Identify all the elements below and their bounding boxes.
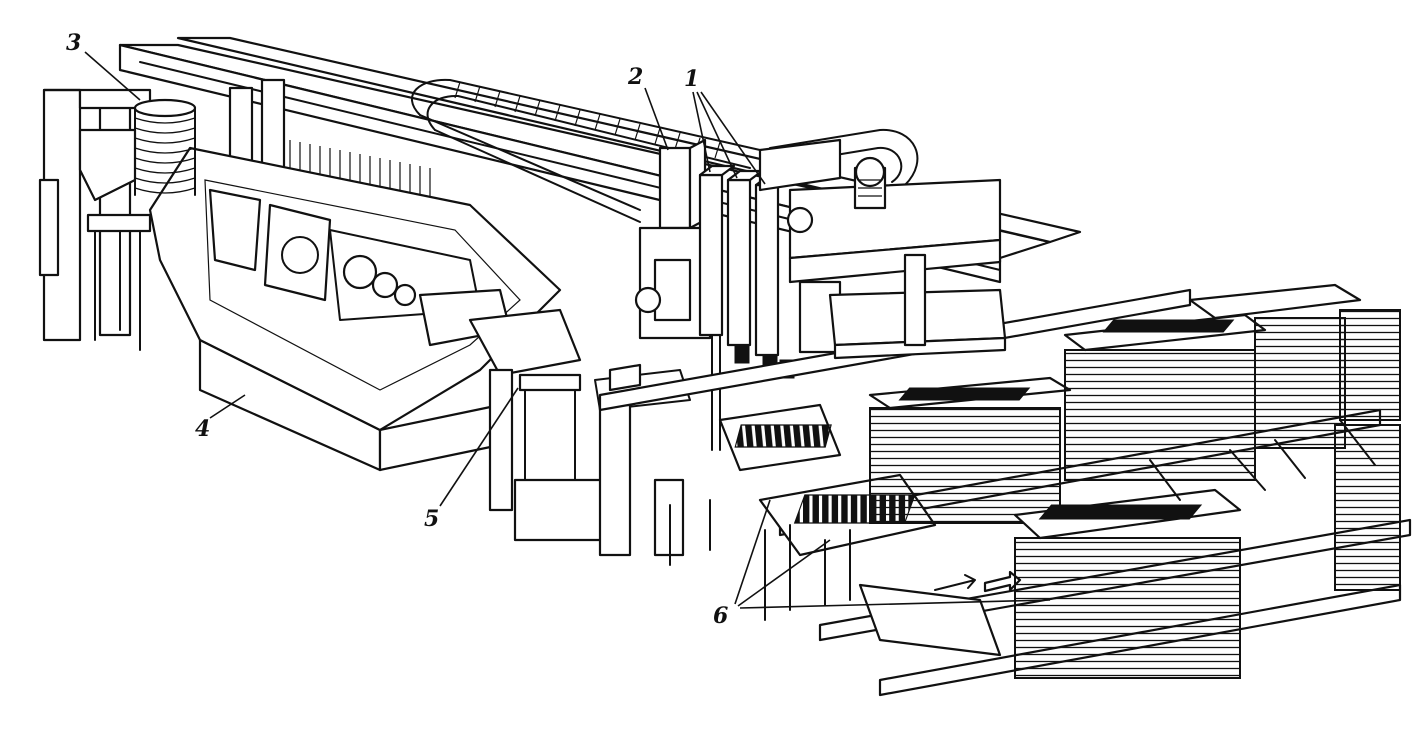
callout-1-leader-c [700, 91, 766, 185]
callout-1-label: 1 [684, 66, 699, 92]
callout-1-leader-a [692, 91, 711, 173]
callout-2-label: 2 [627, 64, 643, 90]
callout-2: 2 [627, 64, 669, 151]
callout-4-label: 4 [195, 416, 210, 442]
loading-stand [38, 178, 152, 351]
callout-1: 1 [684, 66, 766, 185]
gantry-drive-head [758, 138, 1002, 354]
pallet-stacks [868, 283, 1401, 679]
callout-5-label: 5 [424, 506, 439, 532]
callout-3-label: 3 [66, 30, 81, 56]
callout-4: 4 [195, 394, 246, 442]
callout-6-leader-a [734, 499, 771, 605]
machine-tool [38, 98, 562, 472]
callout-6-leader-c [739, 599, 1051, 609]
gantry-carriage-column [634, 138, 712, 340]
part-magazine [78, 98, 197, 202]
callout-6-leader-b [737, 539, 831, 607]
callout-5: 5 [424, 387, 519, 532]
callout-3: 3 [66, 30, 141, 101]
callout-6: 6 [713, 499, 1051, 629]
callout-1-leader-b [696, 91, 738, 179]
callout-6-label: 6 [713, 603, 728, 629]
cable-chain [410, 78, 919, 223]
callout-3-leader [84, 51, 141, 101]
callout-2-leader [644, 87, 669, 151]
transfer-unit [468, 308, 691, 557]
callout-4-leader [209, 394, 246, 419]
callout-5-leader [439, 387, 519, 507]
